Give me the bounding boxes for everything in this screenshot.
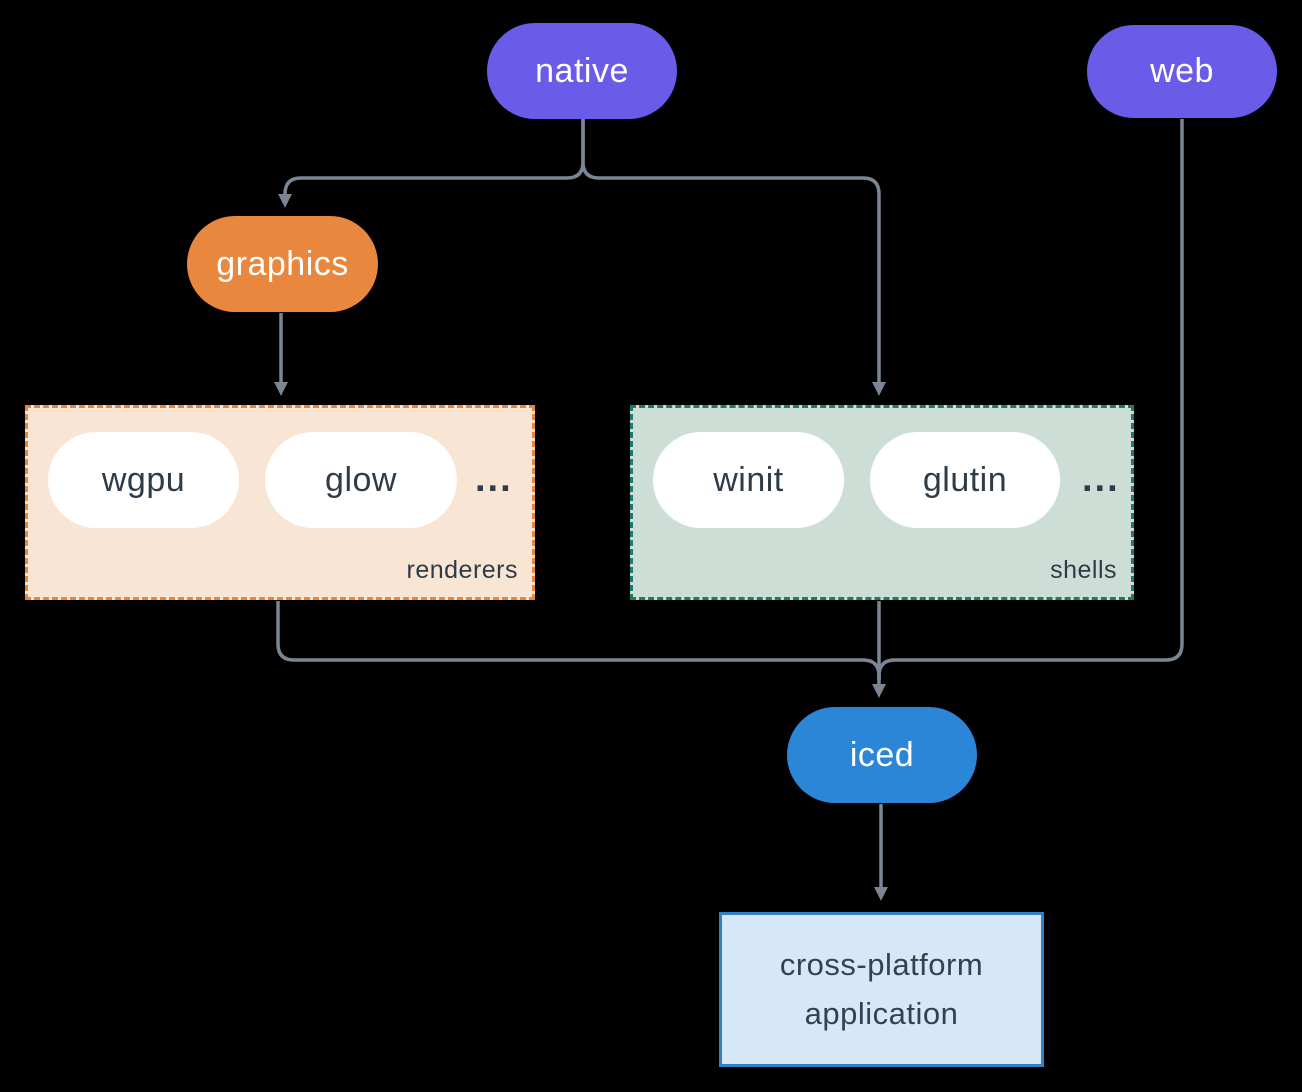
node-wgpu[interactable]: wgpu <box>48 432 239 528</box>
node-cross-platform-application[interactable]: cross-platform application <box>719 912 1044 1067</box>
node-graphics[interactable]: graphics <box>187 216 378 312</box>
wire-renderers-to-merge <box>276 601 881 680</box>
node-glutin-label: glutin <box>922 460 1008 499</box>
application-label-line1: cross-platform <box>779 947 984 983</box>
group-renderers-label: renderers <box>406 556 518 584</box>
arrow-native-to-shells <box>581 119 886 396</box>
node-glow[interactable]: glow <box>265 432 457 528</box>
renderers-ellipsis: ... <box>475 458 513 500</box>
node-native[interactable]: native <box>487 23 677 119</box>
node-iced[interactable]: iced <box>787 707 977 803</box>
node-graphics-label: graphics <box>216 244 349 283</box>
arrow-native-to-graphics <box>278 119 585 208</box>
node-glow-label: glow <box>325 460 397 499</box>
node-iced-label: iced <box>849 735 915 774</box>
node-glutin[interactable]: glutin <box>870 432 1060 528</box>
shells-ellipsis: ... <box>1082 458 1120 500</box>
application-label-line2: application <box>804 995 959 1031</box>
node-wgpu-label: wgpu <box>101 460 186 499</box>
node-web[interactable]: web <box>1087 25 1277 118</box>
node-web-label: web <box>1150 52 1214 90</box>
node-winit-label: winit <box>713 460 784 499</box>
node-native-label: native <box>535 51 629 90</box>
group-shells-label: shells <box>1050 556 1117 584</box>
node-winit[interactable]: winit <box>653 432 844 528</box>
